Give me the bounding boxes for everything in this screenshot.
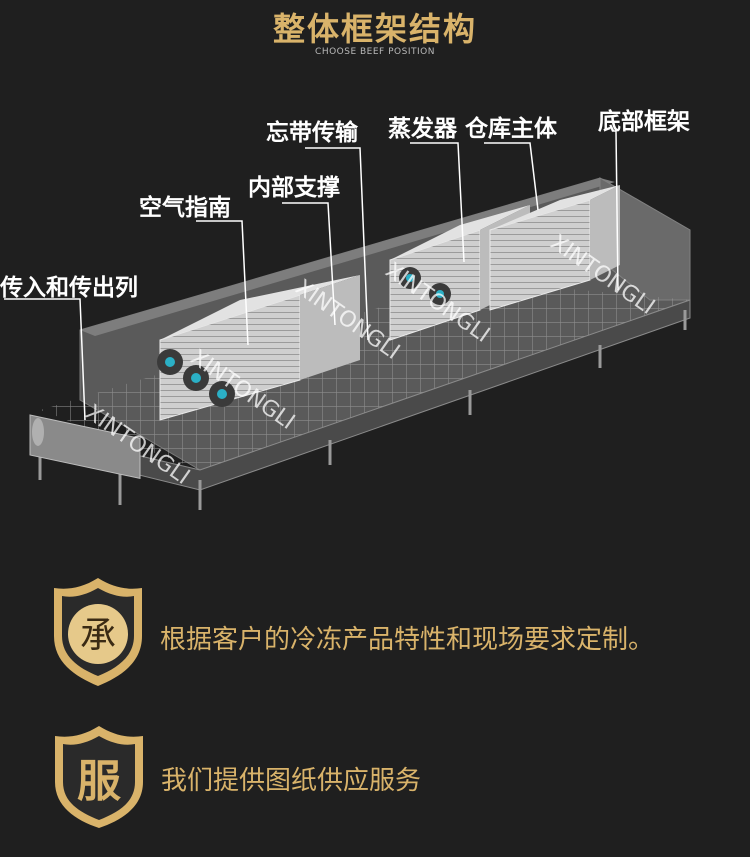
badge-char: 承 <box>80 615 116 656</box>
freezer-illustration <box>4 130 691 510</box>
point-text-custom: 根据客户的冷冻产品特性和现场要求定制。 <box>160 625 655 655</box>
shield-badge-icon: 服 <box>55 726 143 828</box>
label-warehouse: 仓库主体 <box>465 116 557 142</box>
label-base-frame: 底部框架 <box>598 109 690 135</box>
page-title: 整体框架结构 <box>272 10 477 48</box>
label-air-guide: 空气指南 <box>139 195 231 221</box>
page-subtitle: CHOOSE BEEF POSITION <box>315 47 435 57</box>
shield-badge-icon: 承 <box>54 578 142 686</box>
evaporator-right <box>489 185 620 311</box>
point-text-service: 我们提供图纸供应服务 <box>161 766 422 796</box>
evaporator-left <box>157 275 360 421</box>
badge-char: 服 <box>77 756 121 807</box>
label-inner-support: 内部支撑 <box>248 175 340 201</box>
label-evaporator: 蒸发器 <box>388 116 457 142</box>
label-belt: 忘带传输 <box>266 120 358 146</box>
label-feed: 传入和传出列 <box>0 275 138 301</box>
